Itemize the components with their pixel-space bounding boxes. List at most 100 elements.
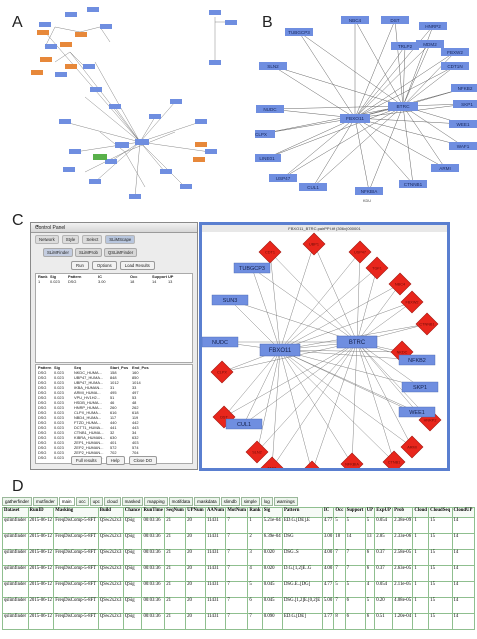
red-node-tap1[interactable]: TAP1	[260, 456, 284, 480]
tab-maskdata[interactable]: maskdata	[194, 497, 220, 506]
column-header-prob[interactable]: Prob	[392, 507, 414, 518]
motif-header-pattern[interactable]: Pattern	[68, 274, 82, 279]
occurrence-header-end-pos[interactable]: End_Pos	[132, 365, 149, 370]
occurrence-header-sig[interactable]: Sig	[54, 365, 61, 370]
close-icon[interactable]: ×	[36, 224, 39, 230]
red-node-ctnb1[interactable]: CTNB1	[382, 450, 406, 474]
load-results-button[interactable]: Load Results	[119, 261, 155, 270]
red-node-ubp1[interactable]: UBP1	[302, 232, 326, 256]
column-header-up[interactable]: UP	[364, 507, 376, 518]
blue-node-cul1[interactable]: CUL1	[225, 418, 263, 430]
column-header-sig[interactable]: Sig	[261, 507, 283, 518]
column-header-expup[interactable]: ExpUP	[374, 507, 394, 518]
svg-text:CTNB1: CTNB1	[388, 461, 400, 465]
tab-mutfinder[interactable]: mutfinder	[33, 497, 58, 506]
blue-node-nudc[interactable]: NUDC	[201, 336, 239, 348]
tab-log[interactable]: log	[260, 497, 273, 506]
minimize-icon[interactable]: –	[36, 224, 39, 230]
subtab-slimfinder[interactable]: SLiMFinder	[43, 248, 73, 257]
red-node-sln2[interactable]: SLN2	[245, 440, 269, 464]
column-header-occ[interactable]: Occ	[333, 507, 346, 518]
close-button[interactable]: Close DO	[128, 456, 158, 465]
occurrence-header-seq[interactable]: Seq	[74, 365, 82, 370]
control-panel-titlebar[interactable]: Control Panel – ×	[31, 223, 197, 233]
red-node-armi[interactable]: ARMI	[400, 435, 424, 459]
tab-occ[interactable]: occ	[75, 497, 89, 506]
motif-header-ic[interactable]: IC	[98, 274, 102, 279]
tab-slimdb[interactable]: slimdb	[220, 497, 240, 506]
tab-cloud[interactable]: cloud	[103, 497, 121, 506]
column-header-build[interactable]: Build	[97, 507, 124, 518]
red-node-tgf1[interactable]: TGF1	[365, 256, 389, 280]
help-button[interactable]: Help	[105, 456, 125, 465]
table-cell: 0.045	[261, 597, 283, 614]
tab-gatherfinder[interactable]: gatherfinder	[2, 497, 33, 506]
motif-header-rank[interactable]: Rank	[38, 274, 48, 279]
column-header-runtime[interactable]: RunTime	[141, 507, 166, 518]
tab-motifdata[interactable]: motifdata	[168, 497, 194, 506]
tab-slimscape[interactable]: SLiMScape	[105, 235, 136, 244]
tab-simple[interactable]: simple	[240, 497, 260, 506]
column-header-runid[interactable]: RunID	[27, 507, 55, 518]
column-header-aanum[interactable]: AANum	[204, 507, 227, 518]
blue-node-skp1[interactable]: SKP1	[401, 381, 439, 393]
blue-node-wee1[interactable]: WEE1	[398, 406, 436, 418]
occurrence-header-pattern[interactable]: Pattern	[38, 365, 52, 370]
tab-masked[interactable]: masked	[121, 497, 144, 506]
run-button[interactable]: Run	[71, 261, 89, 270]
column-header-pattern[interactable]: Pattern	[281, 507, 323, 518]
motif-header-support[interactable]: Support	[152, 274, 167, 279]
column-header-chance[interactable]: Chance	[122, 507, 143, 518]
tab-main[interactable]: main	[58, 497, 75, 506]
center-node-fbxo11[interactable]: FBXO11	[259, 343, 301, 357]
occurrence-cell: 401	[110, 440, 117, 445]
column-header-cloudup[interactable]: CloudUP	[451, 507, 476, 518]
column-header-dataset[interactable]: Dataset	[2, 507, 29, 518]
tab-style[interactable]: Style	[61, 235, 80, 244]
tab-upc[interactable]: upc	[89, 497, 103, 506]
column-header-cloud[interactable]: Cloud	[412, 507, 430, 518]
subtab-slimprob[interactable]: SLiMProb	[74, 248, 102, 257]
column-header-ic[interactable]: IC	[321, 507, 335, 518]
column-header-cloudseq[interactable]: CloudSeq	[428, 507, 453, 518]
column-header-motnum[interactable]: MotNum	[225, 507, 249, 518]
blue-node-sun3[interactable]: SUN3	[211, 294, 249, 306]
red-node-fbxw2[interactable]: FBXW2	[400, 290, 424, 314]
table-cell: DSG.E..[DG]	[281, 581, 323, 598]
red-node-clpx[interactable]: CLPX	[210, 360, 234, 384]
tab-network[interactable]: Network	[35, 235, 59, 244]
column-header-rank[interactable]: Rank	[247, 507, 263, 518]
red-node-ctnnb1[interactable]: CTNNB1	[415, 312, 439, 336]
column-header-upnum[interactable]: UPNum	[185, 507, 206, 518]
red-node-nfkbia[interactable]: NFKBIA	[340, 452, 364, 476]
tab-select[interactable]: Select	[82, 235, 103, 244]
red-node-usp47[interactable]: USP47	[348, 240, 372, 264]
red-node-waf1[interactable]: WAF1	[300, 460, 324, 484]
node-fbxw2: FBXW2	[441, 48, 469, 56]
subtab-qslimfinder[interactable]: QSLiMFinder	[103, 248, 138, 257]
column-header-seqnum[interactable]: SeqNum	[164, 507, 187, 518]
red-node-nbc4[interactable]: NBC4	[388, 272, 412, 296]
motif-header-sig[interactable]: Sig	[50, 274, 57, 279]
column-header-support[interactable]: Support	[344, 507, 366, 518]
blue-node-nfkb2[interactable]: NFKB2	[398, 354, 436, 366]
options-button[interactable]: Options	[91, 261, 117, 270]
tab-warnings[interactable]: warnings	[273, 497, 298, 506]
column-header-masking[interactable]: Masking	[53, 507, 99, 518]
full-results-button[interactable]: Full results	[70, 456, 102, 465]
table-cell: 14	[451, 549, 476, 566]
motif-header-up[interactable]: UP	[168, 274, 174, 279]
center-node-btrc[interactable]: BTRC	[336, 335, 378, 349]
blue-node-tubgcp3[interactable]: TUBGCP3	[233, 262, 271, 274]
occurrence-header-start-pos[interactable]: Start_Pos	[110, 365, 129, 370]
tab-mapping[interactable]: mapping	[144, 497, 168, 506]
network-canvas[interactable]: CDT1UBP1USP47TGF1FBXW2NBC4CTNNB1CLPXDSTH…	[201, 232, 447, 484]
motif-header-occ[interactable]: Occ	[130, 274, 138, 279]
